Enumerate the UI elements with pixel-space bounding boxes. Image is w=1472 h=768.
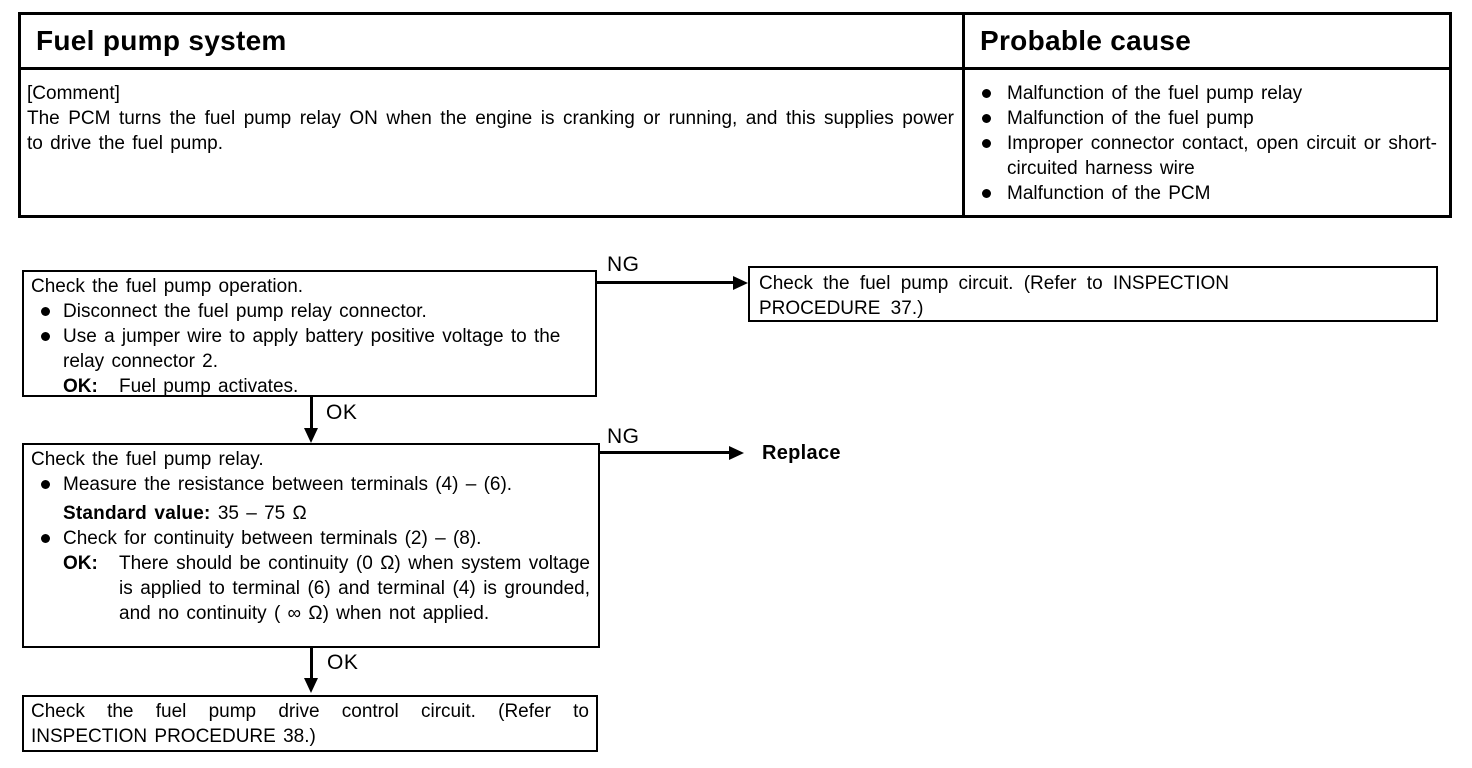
bullet-line: Use a jumper wire to apply battery posit… xyxy=(63,326,561,372)
probable-cause-title: Probable cause xyxy=(965,15,1449,70)
bullet-icon xyxy=(41,534,50,543)
ng-arrowhead-2 xyxy=(729,446,744,460)
ng-label-2: NG xyxy=(607,425,640,448)
ng-arrow-line-1 xyxy=(597,281,735,284)
cause-text: Improper connector contact, open circuit… xyxy=(1007,133,1437,179)
flow-step-2-box: Check the fuel pump relay. Measure the r… xyxy=(22,443,600,648)
bullet-icon xyxy=(982,89,991,98)
bullet-icon xyxy=(982,114,991,123)
ok-key: OK: xyxy=(63,376,98,397)
standard-value-line: Standard value: 35 – 75 Ω xyxy=(63,501,592,526)
ok-result-block: OK: There should be continuity (0 Ω) whe… xyxy=(63,551,592,626)
ok-text: Fuel pump activates. xyxy=(119,376,299,397)
bullet-icon xyxy=(41,480,50,489)
step-bullet: Use a jumper wire to apply battery posit… xyxy=(31,324,589,399)
ok-arrowhead-2 xyxy=(304,678,318,693)
probable-cause-list: Malfunction of the fuel pump relay Malfu… xyxy=(965,70,1449,215)
step-title: Check the fuel pump operation. xyxy=(31,276,304,297)
bullet-icon xyxy=(41,307,50,316)
replace-action-label: Replace xyxy=(762,442,841,464)
bullet-text: Check for continuity between terminals (… xyxy=(63,528,482,549)
bullet-text: Measure the resistance between terminals… xyxy=(63,474,513,495)
cause-item: Improper connector contact, open circuit… xyxy=(965,131,1443,181)
ok-result-line: OK: Fuel pump activates. xyxy=(63,374,589,399)
cause-text: Malfunction of the fuel pump xyxy=(1007,108,1254,129)
cause-item: Malfunction of the PCM xyxy=(965,181,1443,206)
symptom-table: Fuel pump system [Comment] The PCM turns… xyxy=(18,12,1452,218)
comment-label: [Comment] xyxy=(27,83,120,104)
ng-label-1: NG xyxy=(607,253,640,276)
step-bullet: Check for continuity between terminals (… xyxy=(31,526,592,551)
ok-arrow-line-1 xyxy=(310,397,313,430)
symptom-title: Fuel pump system xyxy=(21,15,962,70)
flow-step-3-box: Check the fuel pump drive control circui… xyxy=(22,695,598,752)
symptom-column: Fuel pump system [Comment] The PCM turns… xyxy=(21,15,965,215)
ok-arrowhead-1 xyxy=(304,428,318,443)
flow-step-1-box: Check the fuel pump operation. Disconnec… xyxy=(22,270,597,397)
cause-item: Malfunction of the fuel pump relay xyxy=(965,81,1443,106)
step-title: Check the fuel pump relay. xyxy=(31,449,264,470)
bullet-text: Use a jumper wire to apply battery posit… xyxy=(63,324,589,399)
step-bullet: Measure the resistance between terminals… xyxy=(31,472,592,497)
cause-text: Malfunction of the PCM xyxy=(1007,183,1211,204)
cause-text: Malfunction of the fuel pump relay xyxy=(1007,83,1303,104)
standard-value-key: Standard value: xyxy=(63,503,211,524)
step3-text: Check the fuel pump drive control circui… xyxy=(31,701,589,747)
standard-value: 35 – 75 Ω xyxy=(217,503,307,524)
ok-text: There should be continuity (0 Ω) when sy… xyxy=(119,553,590,624)
ng-arrow-line-2 xyxy=(600,451,731,454)
ng1-target-text: Check the fuel pump circuit. (Refer to I… xyxy=(759,273,1230,319)
probable-cause-column: Probable cause Malfunction of the fuel p… xyxy=(965,15,1449,215)
step-bullet: Disconnect the fuel pump relay connector… xyxy=(31,299,589,324)
ok-key: OK: xyxy=(63,553,98,574)
ok-label-1: OK xyxy=(326,401,358,424)
bullet-icon xyxy=(982,189,991,198)
ok-arrow-line-2 xyxy=(310,648,313,680)
flow-ng1-target-box: Check the fuel pump circuit. (Refer to I… xyxy=(748,266,1438,322)
bullet-icon xyxy=(982,139,991,148)
bullet-text: Disconnect the fuel pump relay connector… xyxy=(63,301,427,322)
symptom-comment-cell: [Comment] The PCM turns the fuel pump re… xyxy=(21,70,962,215)
ng-arrowhead-1 xyxy=(733,276,748,290)
cause-item: Malfunction of the fuel pump xyxy=(965,106,1443,131)
comment-text: The PCM turns the fuel pump relay ON whe… xyxy=(27,108,954,154)
ok-label-2: OK xyxy=(327,651,359,674)
bullet-icon xyxy=(41,332,50,341)
